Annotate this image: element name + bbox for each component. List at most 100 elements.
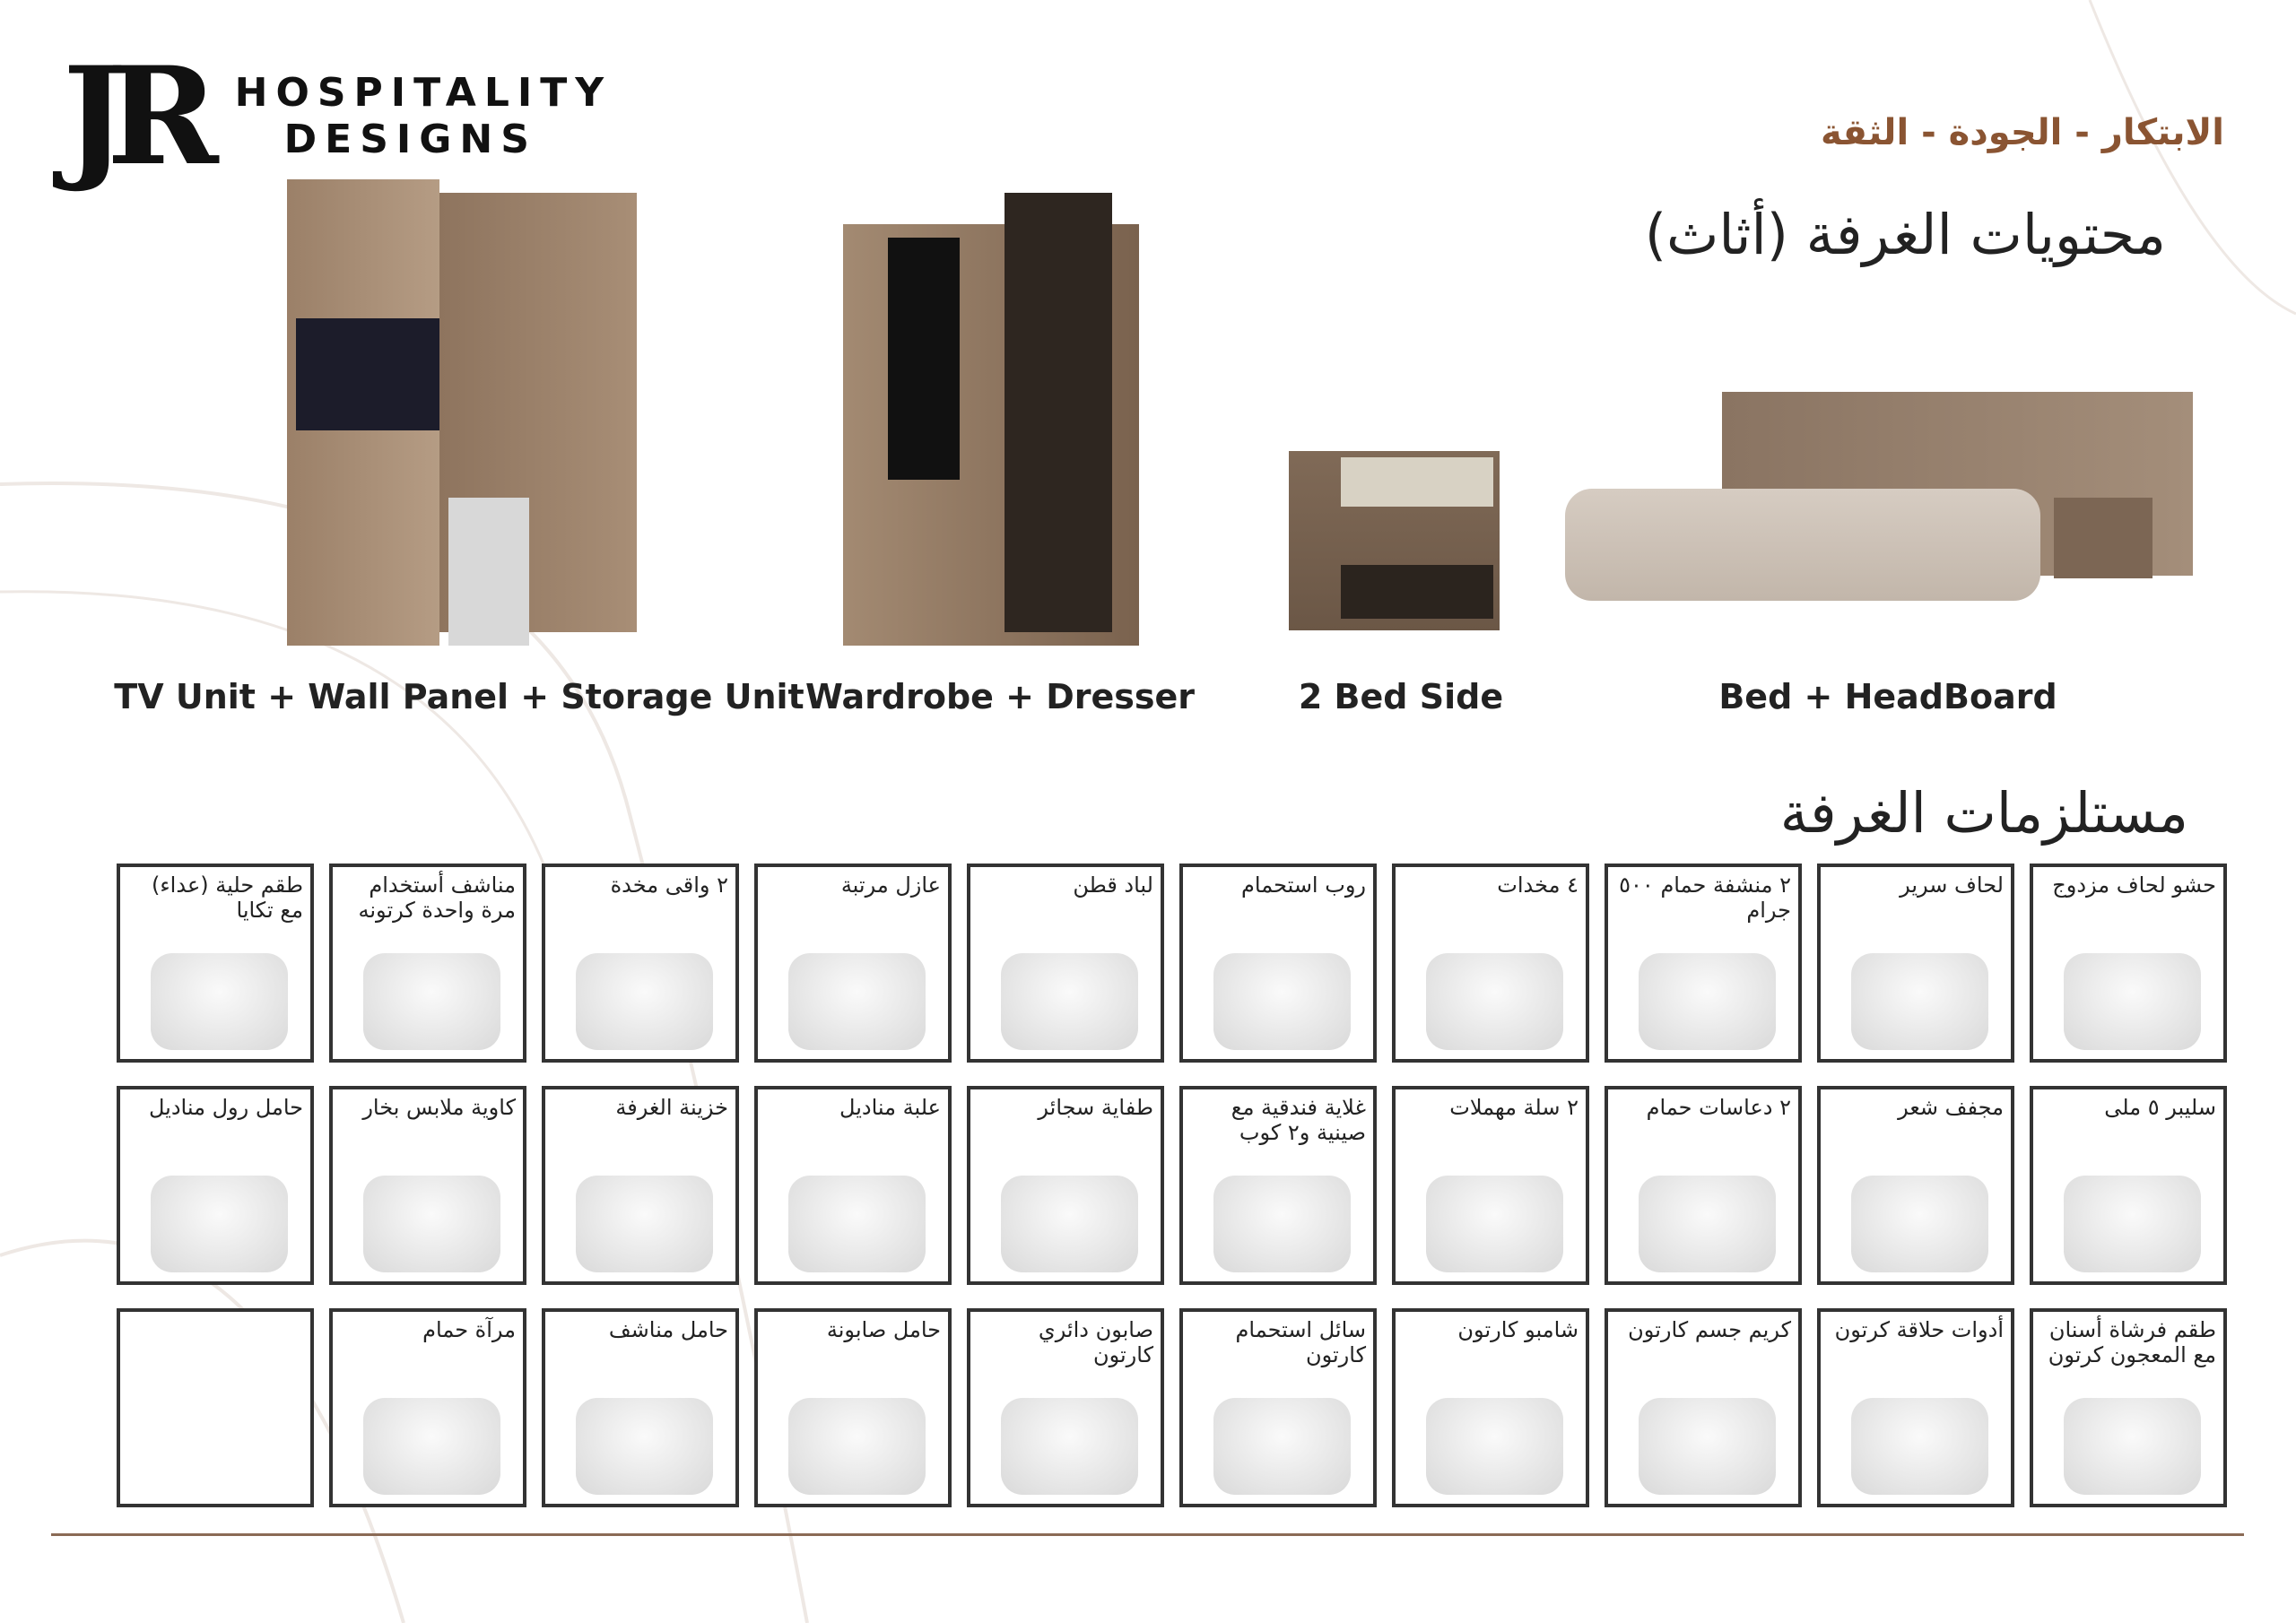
supply-item-label: ٢ سلة مهملات (1449, 1095, 1578, 1120)
supply-item-label: حامل مناشف (608, 1317, 728, 1342)
supply-item: ٢ دعاسات حمام (1605, 1086, 1802, 1285)
supply-item-label: كاوية ملابس بخار (362, 1095, 516, 1120)
supply-item-label: طقم فرشاة أسنان مع المعجون كرتون (2048, 1317, 2216, 1367)
supply-item: غلاية فندقية مع صينية و٢ كوب (1179, 1086, 1377, 1285)
supply-item: صابون دائري كارتون (967, 1308, 1164, 1507)
supply-item-label: ٢ دعاسات حمام (1646, 1095, 1791, 1120)
supply-item-image (575, 953, 713, 1050)
supply-item-label: سائل استحمام كارتون (1235, 1317, 1366, 1367)
supply-item: حامل رول مناديل (117, 1086, 314, 1285)
supply-item-label: صابون دائري كارتون (1038, 1317, 1153, 1367)
supply-item: سليبر ٥ ملى (2030, 1086, 2227, 1285)
furniture-label-wardrobe: Wardrobe + Dresser (804, 677, 1196, 716)
supply-item-label: لحاف سرير (1900, 872, 2004, 898)
supply-item: ٢ سلة مهملات (1392, 1086, 1589, 1285)
supplies-grid: حشو لحاف مزدوج لحاف سرير ٢ منشفة حمام ٥٠٠ … (117, 864, 2227, 1507)
furniture-title: محتويات الغرفة (أثاث) (1644, 202, 2166, 267)
supply-item: طقم فرشاة أسنان مع المعجون كرتون (2030, 1308, 2227, 1507)
supply-item-label: ٢ واقى مخدة (610, 872, 728, 898)
supply-item-image (575, 1176, 713, 1272)
supply-item: مرآة حمام (329, 1308, 526, 1507)
supply-item: لباد قطن (967, 864, 1164, 1063)
supply-item: طفاية سجائر (967, 1086, 1164, 1285)
supply-item-label: حامل صابونة (826, 1317, 941, 1342)
supply-item: عازل مرتبة (754, 864, 952, 1063)
supply-item: ٢ منشفة حمام ٥٠٠ جرام (1605, 864, 1802, 1063)
supply-item: حامل مناشف (542, 1308, 739, 1507)
supply-item-image (1850, 953, 1988, 1050)
supply-item-image (575, 1398, 713, 1495)
supply-item: حشو لحاف مزدوج (2030, 864, 2227, 1063)
supply-item-label: طفاية سجائر (1038, 1095, 1153, 1120)
supply-item-label: كريم جسم كارتون (1628, 1317, 1791, 1342)
supply-item: مناشف أستخدام مرة واحدة كرتونه (329, 864, 526, 1063)
supply-item-image (1425, 953, 1563, 1050)
supply-item-image (787, 1398, 926, 1495)
supply-item-image (2063, 1398, 2201, 1495)
supply-item-image (1213, 1176, 1351, 1272)
supply-item-label: حشو لحاف مزدوج (2052, 872, 2216, 898)
supply-item: شامبو كارتون (1392, 1308, 1589, 1507)
supply-item: علبة مناديل (754, 1086, 952, 1285)
logo-mark: JR (63, 38, 219, 195)
supply-item: حامل صابونة (754, 1308, 952, 1507)
supply-item-label: سليبر ٥ ملى (2104, 1095, 2216, 1120)
supply-item-label: مناشف أستخدام مرة واحدة كرتونه (358, 872, 517, 923)
supply-item-label: علبة مناديل (839, 1095, 941, 1120)
supply-item-label: غلاية فندقية مع صينية و٢ كوب (1231, 1095, 1366, 1145)
supply-item: لحاف سرير (1817, 864, 2014, 1063)
supply-item-image (2063, 953, 2201, 1050)
logo: JR HOSPITALITY DESIGNS (63, 49, 612, 184)
supply-item: ٤ مخدات (1392, 864, 1589, 1063)
supply-item-image (1000, 1176, 1138, 1272)
supply-item-image (1213, 1398, 1351, 1495)
supply-item-label: مجفف شعر (1898, 1095, 2004, 1120)
supply-item: خزينة الغرفة (542, 1086, 739, 1285)
supply-item-image (1638, 953, 1776, 1050)
supply-item-image (1000, 1398, 1138, 1495)
supply-item-image (362, 1176, 500, 1272)
logo-line2: DESIGNS (283, 117, 537, 162)
supply-item-label: لباد قطن (1073, 872, 1153, 898)
supply-item-image (787, 953, 926, 1050)
supply-item-image (787, 1176, 926, 1272)
supply-item-image (1425, 1176, 1563, 1272)
supply-item-label: ٤ مخدات (1497, 872, 1578, 898)
footer-divider (51, 1533, 2244, 1536)
supply-item-label: ٢ منشفة حمام ٥٠٠ جرام (1619, 872, 1791, 923)
supply-item-label: خزينة الغرفة (615, 1095, 728, 1120)
supply-item: سائل استحمام كارتون (1179, 1308, 1377, 1507)
supply-item-image (362, 1398, 500, 1495)
supply-item-label: طقم حلية (عداء) مع تكايا (152, 872, 303, 923)
supply-item-image (1850, 1398, 1988, 1495)
furniture-label-tv-unit: TV Unit + Wall Panel + Storage Unit (114, 677, 804, 716)
supply-item: مجفف شعر (1817, 1086, 2014, 1285)
supply-item: كاوية ملابس بخار (329, 1086, 526, 1285)
supply-item-label: أدوات حلاقة كرتون (1834, 1317, 2004, 1342)
logo-line1: HOSPITALITY (234, 70, 613, 116)
supply-item-image (1213, 953, 1351, 1050)
supply-item-label: مرآة حمام (422, 1317, 516, 1342)
furniture-label-bed: Bed + HeadBoard (1718, 677, 2057, 716)
supply-item: كريم جسم كارتون (1605, 1308, 1802, 1507)
supply-item-label: حامل رول مناديل (148, 1095, 303, 1120)
supply-item-label: عازل مرتبة (840, 872, 941, 898)
supply-item-label: شامبو كارتون (1457, 1317, 1578, 1342)
supply-item-image (1850, 1176, 1988, 1272)
supply-item-label: روب استحمام (1241, 872, 1366, 898)
supply-item-image (1425, 1398, 1563, 1495)
supply-item: ٢ واقى مخدة (542, 864, 739, 1063)
tagline: الابتكار - الجودة - الثقة (1821, 112, 2224, 153)
supply-item-image (150, 953, 288, 1050)
supply-item-image (2063, 1176, 2201, 1272)
supplies-title: مستلزمات الغرفة (1779, 780, 2188, 846)
supply-item: روب استحمام (1179, 864, 1377, 1063)
supply-item (117, 1308, 314, 1507)
supply-item-image (1638, 1176, 1776, 1272)
supply-item-image (1638, 1398, 1776, 1495)
furniture-label-bed-side: 2 Bed Side (1298, 677, 1504, 716)
supply-item: أدوات حلاقة كرتون (1817, 1308, 2014, 1507)
supply-item-image (1000, 953, 1138, 1050)
supply-item: طقم حلية (عداء) مع تكايا (117, 864, 314, 1063)
supply-item-image (362, 953, 500, 1050)
